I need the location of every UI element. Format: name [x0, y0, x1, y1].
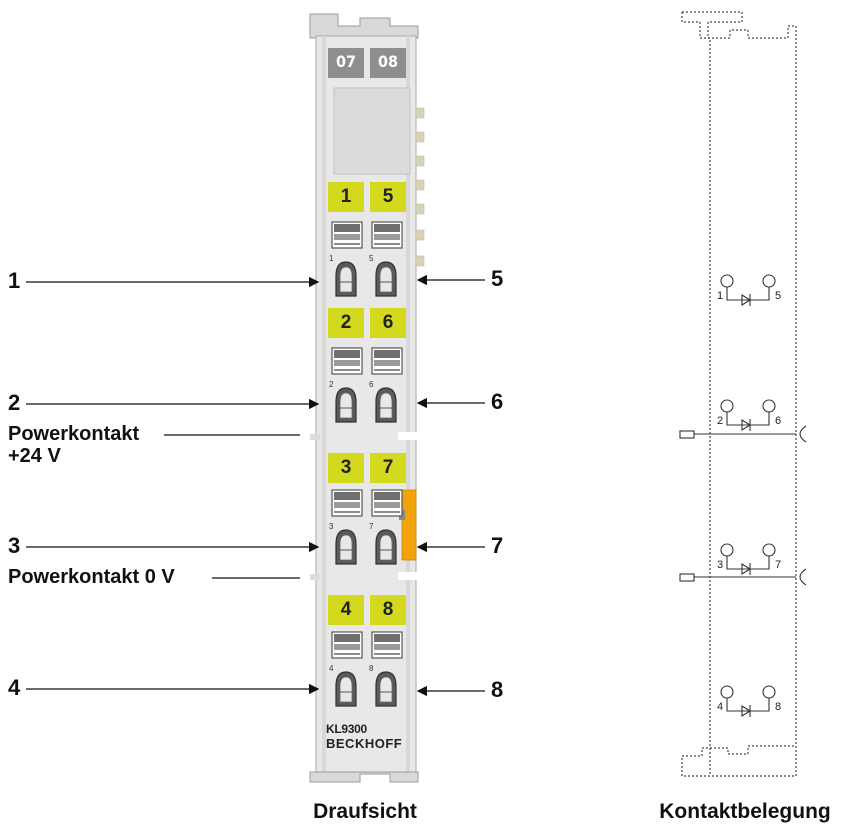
- pin-number: 8: [369, 664, 374, 673]
- terminal-label-4: 4: [328, 595, 364, 625]
- power-contact-0v-label: Powerkontakt 0 V: [8, 566, 175, 588]
- callout-3: 3: [8, 533, 21, 558]
- terminal-label-8: 8: [370, 595, 406, 625]
- terminal-label-7: 7: [370, 453, 406, 483]
- callout-1: 1: [8, 268, 21, 293]
- pin-number: 3: [329, 522, 334, 531]
- callout-6: 6: [491, 389, 504, 414]
- schematic-num-7: 7: [775, 559, 782, 571]
- contact-assignment-schematic: [679, 11, 807, 777]
- pin-number: 2: [329, 380, 334, 389]
- pin-number: 7: [369, 522, 374, 531]
- caption-top-view: Draufsicht: [313, 800, 417, 823]
- led-08: 08: [370, 48, 406, 78]
- bus-terminal-module: 07 08 1 5 2 6 3 7 4 8: [300, 10, 430, 785]
- schematic-num-5: 5: [775, 290, 782, 302]
- terminal-label-3: 3: [328, 453, 364, 483]
- schematic-num-4: 4: [717, 701, 724, 713]
- caption-contact-assignment: Kontaktbelegung: [659, 800, 831, 823]
- power-contact-24v-label: Powerkontakt: [8, 423, 140, 445]
- pin-number: 4: [329, 664, 334, 673]
- pin-number: 6: [369, 380, 374, 389]
- pin-number: 5: [369, 254, 374, 263]
- schematic-num-3: 3: [717, 559, 724, 571]
- schematic-num-8: 8: [775, 701, 782, 713]
- brand-label: BECKHOFF: [326, 736, 403, 751]
- schematic-num-1: 1: [717, 290, 724, 302]
- callout-5: 5: [491, 266, 504, 291]
- pin-number: 1: [329, 254, 334, 263]
- power-contact-24v-value: +24 V: [8, 445, 61, 467]
- terminal-label-1: 1: [328, 182, 364, 212]
- terminal-label-5: 5: [370, 182, 406, 212]
- led-07: 07: [328, 48, 364, 78]
- terminal-label-2: 2: [328, 308, 364, 338]
- callout-7: 7: [491, 533, 504, 558]
- terminal-label-6: 6: [370, 308, 406, 338]
- callout-8: 8: [491, 677, 504, 702]
- callout-2: 2: [8, 390, 21, 415]
- callout-4: 4: [8, 675, 21, 700]
- schematic-num-6: 6: [775, 415, 782, 427]
- schematic-num-2: 2: [717, 415, 724, 427]
- model-label: KL9300: [326, 722, 367, 736]
